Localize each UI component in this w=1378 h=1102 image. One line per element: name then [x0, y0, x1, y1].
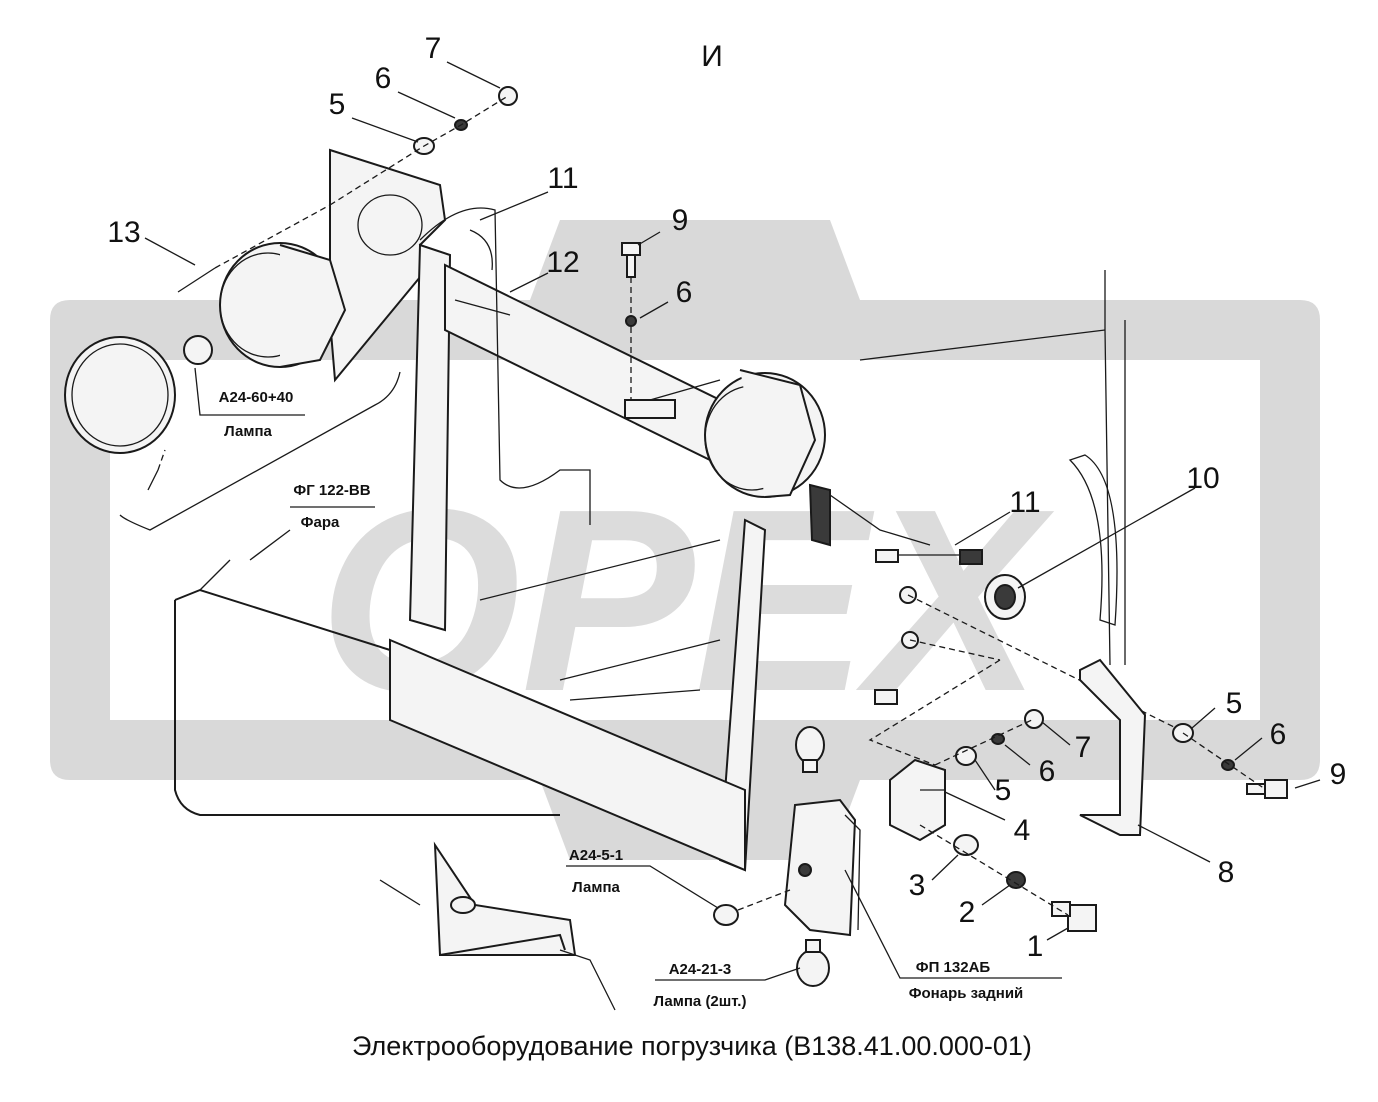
- callout-2: 2: [959, 896, 976, 929]
- tail-light-assembly: [713, 574, 1288, 987]
- ref-lamp-headlight-code: А24-60+40: [219, 389, 294, 406]
- callout-7-top: 7: [425, 32, 442, 65]
- callout-9-right: 9: [1330, 758, 1347, 791]
- wiring-harness: [419, 207, 983, 565]
- headlight-center: [704, 369, 931, 547]
- leader-lines: [119, 61, 1321, 981]
- callouts: 7 6 5 11 13 12 9 6 11 10 5 6 9 7 6 5 4 8…: [107, 32, 1346, 963]
- callout-3: 3: [909, 869, 926, 902]
- callout-5-right: 5: [1226, 687, 1243, 720]
- ref-lamp-small-code: А24-5-1: [569, 847, 623, 864]
- diagram-caption: Электрооборудование погрузчика (В138.41.…: [352, 1031, 1032, 1061]
- callout-8: 8: [1218, 856, 1235, 889]
- headlight-left: [64, 204, 347, 491]
- callout-4: 4: [1014, 814, 1031, 847]
- callout-12: 12: [546, 246, 579, 279]
- view-letter: И: [701, 40, 723, 73]
- callout-11-top: 11: [547, 162, 578, 195]
- ref-lamp-small-name: Лампа: [572, 879, 620, 896]
- ref-lamp-tail-code: А24-21-3: [669, 961, 732, 978]
- ref-lamp-tail-name: Лампа (2шт.): [654, 993, 747, 1010]
- callout-13: 13: [107, 216, 140, 249]
- callout-6-mid: 6: [676, 276, 693, 309]
- callout-9-top: 9: [672, 204, 689, 237]
- screw-top: [621, 242, 641, 400]
- ref-tail-light-code: ФП 132АБ: [916, 959, 991, 976]
- ref-headlight-name: Фара: [301, 514, 340, 531]
- ref-tail-light-name: Фонарь задний: [909, 985, 1024, 1002]
- reference-labels: А24-60+40 Лампа ФГ 122-ВВ Фара А24-5-1 Л…: [219, 389, 1024, 1010]
- callout-5-bottom: 5: [995, 774, 1012, 807]
- callout-5-top: 5: [329, 88, 346, 121]
- callout-6-top: 6: [375, 62, 392, 95]
- ref-lamp-headlight-name: Лампа: [224, 423, 272, 440]
- callout-6-bottom: 6: [1039, 755, 1056, 788]
- callout-10: 10: [1186, 462, 1219, 495]
- ref-headlight-code: ФГ 122-ВВ: [293, 482, 370, 499]
- callout-11-right: 11: [1009, 486, 1040, 519]
- callout-1: 1: [1027, 930, 1044, 963]
- callout-6-right: 6: [1270, 718, 1287, 751]
- callout-7-bottom: 7: [1075, 731, 1092, 764]
- top-fasteners: [329, 86, 518, 206]
